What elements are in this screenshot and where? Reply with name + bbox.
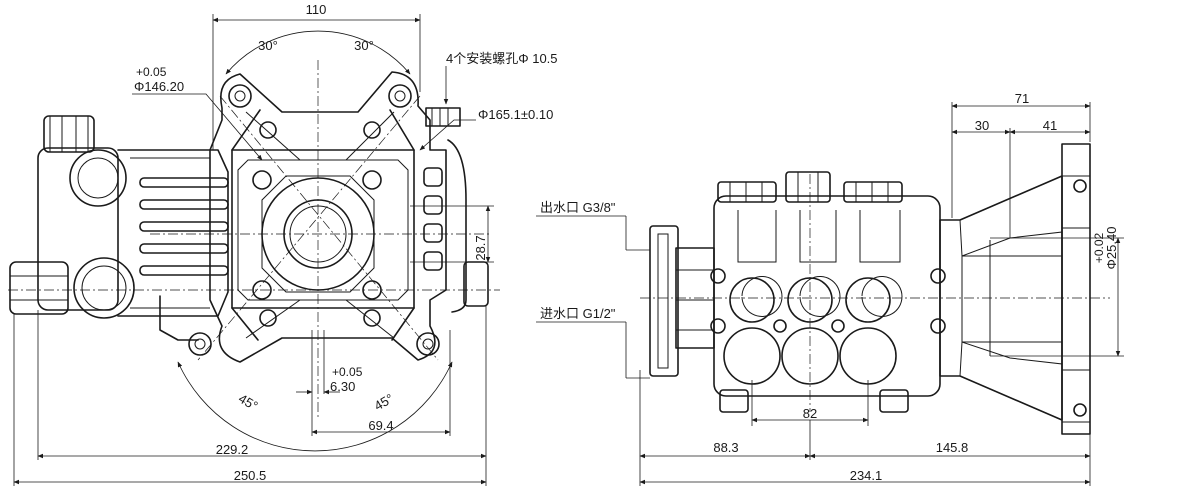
dim-label-69-4: 69.4 xyxy=(368,418,393,433)
dim-label-88-3: 88.3 xyxy=(713,440,738,455)
dim-label-diameter-165-1: Φ165.1±0.10 xyxy=(478,107,553,122)
tolerance-6-30: +0.05 xyxy=(332,365,363,379)
angle-label-30-right: 30° xyxy=(354,38,374,53)
dim-label-28-7: 28.7 xyxy=(473,235,488,260)
dim-label-6-30: 6.30 xyxy=(330,379,355,394)
dim-label-250-5: 250.5 xyxy=(234,468,267,483)
dim-label-229-2: 229.2 xyxy=(216,442,249,457)
angle-label-30-left: 30° xyxy=(258,38,278,53)
inlet-label: 进水口 G1/2" xyxy=(540,306,616,321)
front-crankcase-body xyxy=(9,115,489,341)
dim-label-82: 82 xyxy=(803,406,817,421)
dim-label-71: 71 xyxy=(1015,91,1029,106)
dim-label-110: 110 xyxy=(306,2,327,17)
tolerance-146-20: +0.05 xyxy=(136,65,167,79)
front-mounting-flange xyxy=(209,71,467,363)
mount-holes-label: 4个安装螺孔Φ 10.5 xyxy=(446,51,558,66)
outlet-label: 出水口 G3/8" xyxy=(540,200,616,215)
angle-label-45-right: 45° xyxy=(371,391,396,414)
dim-label-30: 30 xyxy=(975,118,989,133)
dim-label-41: 41 xyxy=(1043,118,1057,133)
dim-label-diameter-146-20: Φ146.20 xyxy=(134,79,184,94)
cooling-fins xyxy=(139,177,229,276)
tolerance-25-40: +0.02 xyxy=(1092,232,1106,263)
side-pump-head xyxy=(710,171,946,413)
dim-label-145-8: 145.8 xyxy=(936,440,969,455)
dim-label-234-1: 234.1 xyxy=(850,468,883,483)
side-view: 71 30 41 出水口 G3/8" 进水口 G1/2" +0.02 Φ25.4… xyxy=(536,91,1124,486)
side-left-plate xyxy=(649,225,715,377)
side-crankcase-section xyxy=(939,143,1091,435)
angle-label-45-left: 45° xyxy=(236,391,261,414)
mounting-holes xyxy=(188,84,440,356)
dim-label-diameter-25-40: Φ25.40 xyxy=(1104,227,1119,270)
front-view: 110 30° 30° +0.05 Φ146.20 4个安装螺孔Φ 10.5 Φ… xyxy=(8,2,558,486)
